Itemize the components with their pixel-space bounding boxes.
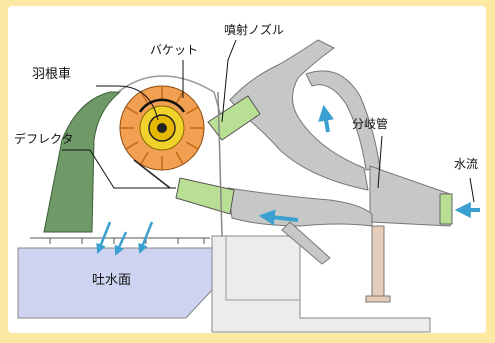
floor-line (225, 236, 300, 301)
inlet-flange (439, 193, 453, 225)
discharge-arrows (96, 221, 154, 256)
label-branch-pipe: 分岐管 (352, 117, 389, 131)
casing-dome (117, 75, 223, 121)
pier-foot (365, 295, 391, 303)
leader-lines (62, 39, 475, 203)
deflector-arm (133, 159, 171, 189)
label-bucket: バケット (150, 43, 199, 57)
runner (119, 85, 205, 171)
tailwater-pool (17, 247, 213, 319)
label-water-flow: 水流 (454, 157, 479, 171)
shaft-line (217, 91, 223, 237)
label-deflector: デフレクタ (14, 132, 74, 146)
label-nozzle: 噴射ノズル (224, 23, 285, 37)
drain-pipe (281, 221, 331, 265)
lower-pipe-flow-arrow (258, 209, 299, 226)
upper-branch-pipe (229, 39, 369, 191)
turbine-casing (43, 91, 122, 233)
upper-nozzle (207, 95, 261, 141)
main-inlet-pipe (369, 165, 451, 227)
support-pier (371, 225, 385, 301)
upper-pipe-flow-arrow (318, 104, 334, 133)
label-tailwater: 吐水面 (92, 273, 132, 288)
label-runner: 羽根車 (32, 67, 72, 82)
lower-nozzle (175, 177, 235, 215)
